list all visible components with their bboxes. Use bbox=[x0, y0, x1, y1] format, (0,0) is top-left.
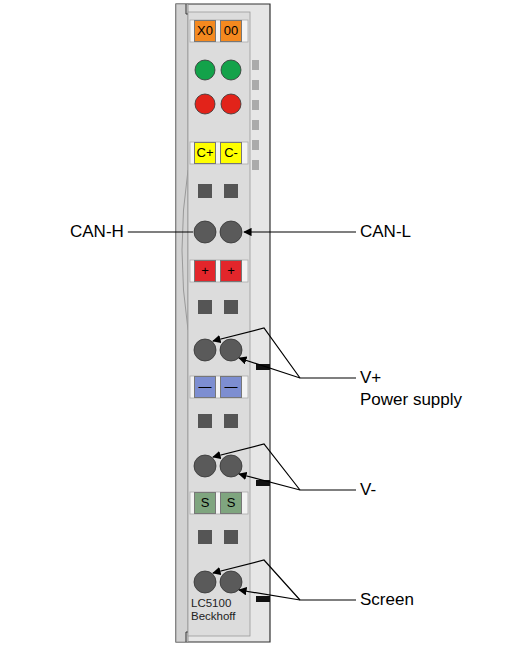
front-panel bbox=[188, 12, 250, 636]
model-number: LC5100 bbox=[191, 597, 231, 610]
leader-line bbox=[213, 328, 300, 378]
signal-name: V- bbox=[360, 480, 376, 500]
terminal-tag: S bbox=[194, 492, 216, 514]
signal-name: Screen bbox=[360, 590, 414, 610]
signal-name: CAN-L bbox=[360, 222, 411, 242]
terminal-tag: S bbox=[220, 492, 242, 514]
side-latch bbox=[182, 170, 188, 330]
signal-name: CAN-H bbox=[70, 222, 124, 242]
status-leds bbox=[195, 60, 241, 114]
leader-line bbox=[128, 231, 193, 232]
terminal-tag: C+ bbox=[194, 142, 216, 164]
marker-bars bbox=[256, 364, 270, 602]
signal-note: Power supply bbox=[360, 390, 462, 410]
tag-holders bbox=[190, 20, 248, 514]
terminal-tag: X0 bbox=[194, 20, 216, 42]
leader-line bbox=[244, 231, 356, 232]
terminal-housing bbox=[176, 4, 270, 642]
terminal-tag: + bbox=[194, 260, 216, 282]
leader-line bbox=[239, 590, 356, 600]
terminal-tag: 00 bbox=[220, 20, 242, 42]
light-guides bbox=[252, 60, 259, 170]
terminal-tag: C- bbox=[220, 142, 242, 164]
terminal-tag: + bbox=[220, 260, 242, 282]
terminal-tag: — bbox=[194, 376, 216, 398]
leader-line bbox=[213, 560, 300, 600]
maker-name: Beckhoff bbox=[191, 610, 236, 623]
spring-contacts bbox=[194, 221, 242, 593]
side-strip bbox=[176, 4, 188, 642]
terminal-tag: — bbox=[220, 376, 242, 398]
leader-line bbox=[213, 444, 300, 490]
signal-name: V+ bbox=[360, 368, 381, 388]
